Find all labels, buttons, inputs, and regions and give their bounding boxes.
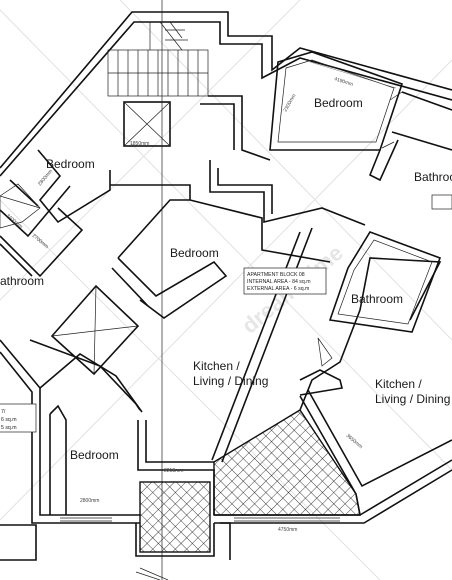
corridor-walls bbox=[110, 95, 366, 263]
wardrobe-left bbox=[0, 183, 41, 229]
dimension-4: 2218mm bbox=[164, 468, 183, 474]
room-label-bedroom-center: Bedroom bbox=[170, 246, 219, 260]
bathroom-top-right bbox=[368, 91, 452, 210]
room-label-bathroom-top-right: Bathroo bbox=[414, 170, 452, 184]
area-info-left-line-1: 7/ bbox=[1, 409, 6, 415]
area-info-box-left: 7/ 6 sq.m 5 sq.m bbox=[0, 403, 37, 433]
dimension-10: 3650mm bbox=[345, 433, 364, 450]
dimension-7: 3400mm bbox=[5, 213, 24, 230]
area-info-line-2: INTERNAL AREA - 84 sq.m bbox=[247, 279, 311, 285]
wardrobe-center bbox=[50, 284, 140, 376]
area-info-left-line-2: 6 sq.m bbox=[1, 417, 17, 423]
dimension-1: 4190mm bbox=[333, 76, 353, 88]
dimension-5: 4750mm bbox=[278, 527, 297, 533]
dimension-6: 2800mm bbox=[37, 169, 54, 188]
bedroom-center bbox=[111, 199, 228, 319]
room-label-bathroom-center: Bathroom bbox=[351, 292, 403, 306]
dimension-8: 2700mm bbox=[31, 233, 50, 250]
dimension-9: 1850mm bbox=[130, 141, 149, 147]
bedroom-top-right bbox=[269, 51, 404, 151]
area-info-line-3: EXTERNAL AREA - 6 sq.m bbox=[247, 286, 309, 292]
room-label-kitchen-center-1: Kitchen / bbox=[193, 359, 240, 373]
room-label-bedroom-bottom: Bedroom bbox=[70, 448, 119, 462]
room-label-kitchen-center-2: Living / Dining bbox=[193, 374, 268, 388]
bathroom-center bbox=[317, 231, 442, 367]
dimension-3: 2800mm bbox=[80, 498, 99, 504]
lift-shaft bbox=[123, 101, 171, 147]
windows bbox=[60, 91, 403, 522]
bottom-edges bbox=[0, 522, 231, 580]
bathroom-left bbox=[0, 207, 84, 278]
balcony-hatched-right bbox=[213, 409, 361, 516]
room-label-kitchen-right-1: Kitchen / bbox=[375, 377, 422, 391]
room-label-bedroom-left: Bedroom bbox=[46, 157, 95, 171]
area-info-line-1: APARTMENT BLOCK 08 bbox=[247, 272, 305, 278]
staircase bbox=[107, 21, 209, 97]
area-info-box: APARTMENT BLOCK 08 INTERNAL AREA - 84 sq… bbox=[243, 267, 327, 295]
area-info-left-line-3: 5 sq.m bbox=[1, 425, 17, 431]
room-label-bathroom-left: athroom bbox=[0, 274, 44, 288]
room-label-bedroom-top-right: Bedroom bbox=[314, 96, 363, 110]
dimension-2: 2300mm bbox=[283, 93, 298, 113]
balcony-hatched-left bbox=[139, 481, 211, 553]
bedroom-left bbox=[0, 149, 111, 238]
room-label-kitchen-right-2: Living / Dining bbox=[375, 392, 450, 406]
